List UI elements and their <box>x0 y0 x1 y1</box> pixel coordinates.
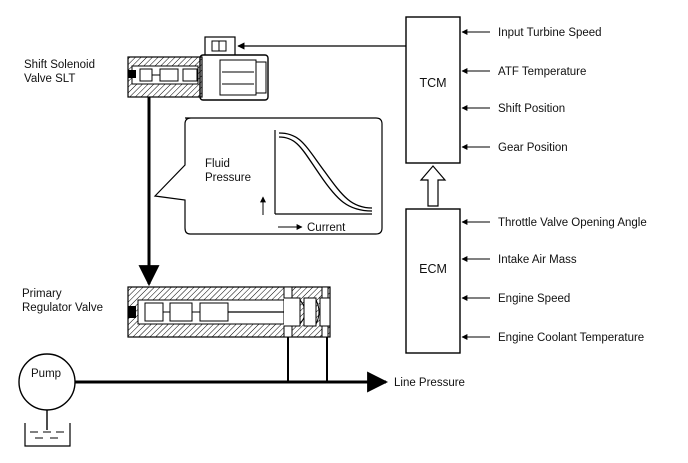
ecm-label: ECM <box>419 262 447 276</box>
tcm-input-1: Input Turbine Speed <box>498 27 602 39</box>
tcm-box <box>405 16 461 164</box>
tcm-input-2: ATF Temperature <box>498 66 586 78</box>
primary-label-line1: Primary <box>22 288 62 300</box>
primary-label-line2: Regulator Valve <box>22 302 103 314</box>
shift-solenoid-valve <box>127 36 269 101</box>
shift-solenoid-label-line1: Shift Solenoid <box>24 59 95 71</box>
tcm-input-arrows <box>461 29 490 150</box>
ecm-input-arrows <box>461 219 490 340</box>
tcm-label: TCM <box>419 76 446 90</box>
current-label: Current <box>307 222 346 234</box>
shift-solenoid-label-line2: Valve SLT <box>24 73 75 85</box>
pump-label: Pump <box>31 368 61 380</box>
ecm-box <box>405 208 461 354</box>
fluid-label-line2: Pressure <box>205 172 251 184</box>
ecm-input-4: Engine Coolant Temperature <box>498 332 644 344</box>
line-pressure-label: Line Pressure <box>394 377 465 389</box>
ecm-to-tcm-arrow <box>419 165 447 207</box>
tcm-input-3: Shift Position <box>498 103 565 115</box>
fluid-label-line1: Fluid <box>205 158 230 170</box>
ecm-input-1: Throttle Valve Opening Angle <box>498 217 647 229</box>
ecm-input-3: Engine Speed <box>498 293 570 305</box>
primary-regulator-valve <box>127 286 331 338</box>
fluid-pressure-callout <box>153 117 383 235</box>
ecm-input-2: Intake Air Mass <box>498 254 577 266</box>
tcm-input-4: Gear Position <box>498 142 568 154</box>
